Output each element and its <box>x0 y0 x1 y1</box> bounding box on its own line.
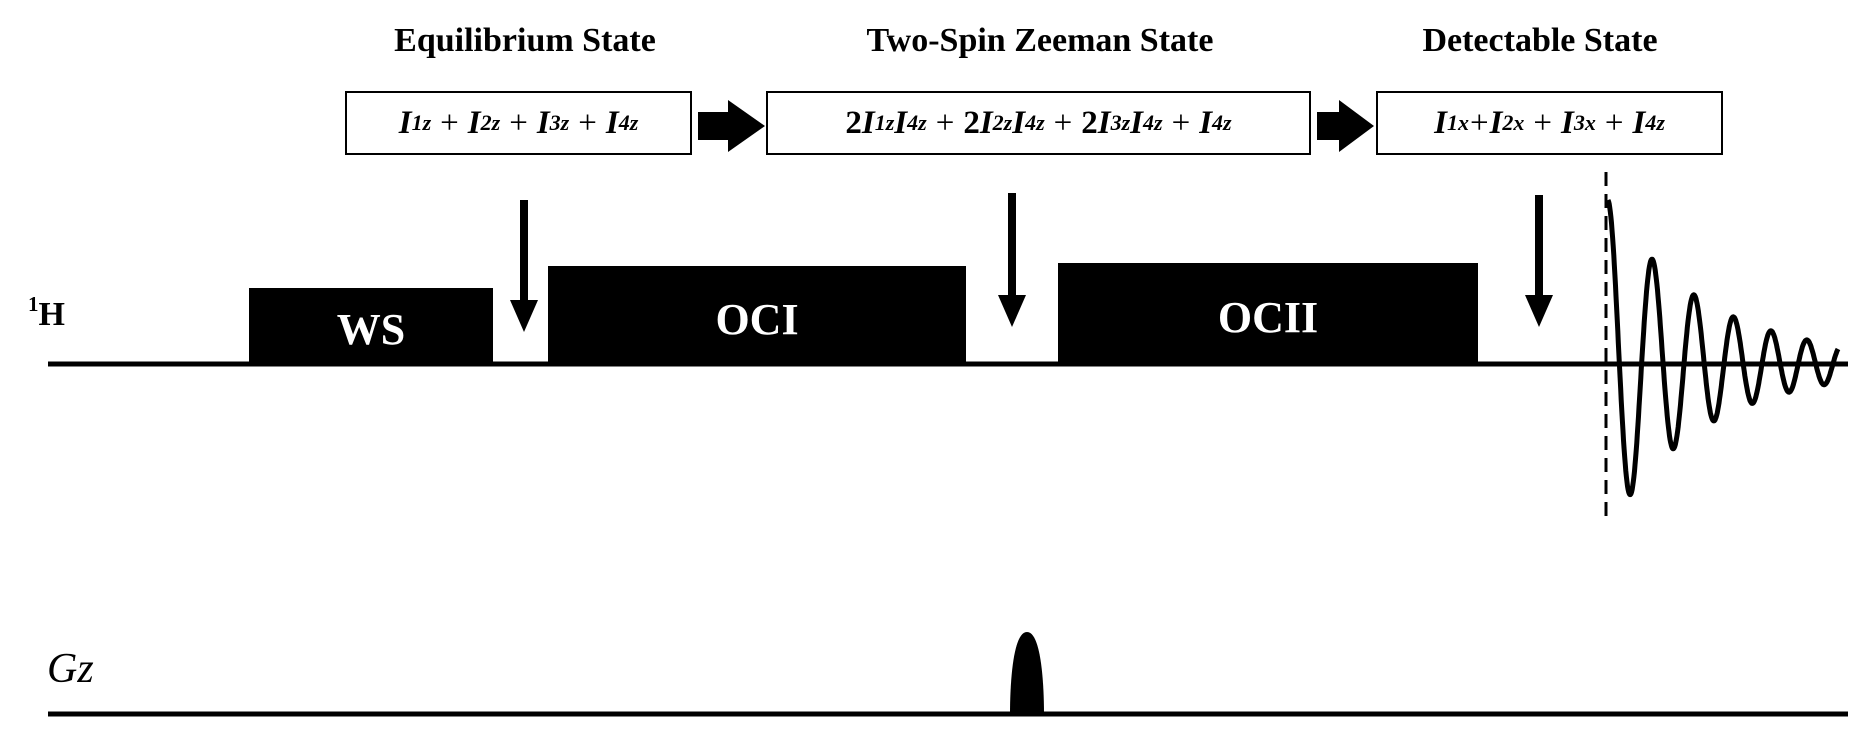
spin-operator-symbol: I <box>1012 104 1026 141</box>
spin-operator-symbol: I <box>979 104 993 141</box>
spin-operator-symbol: I <box>398 104 412 141</box>
expression-operator: + <box>440 104 459 141</box>
spin-operator-symbol: I <box>894 104 908 141</box>
channel-label-gradient: Gz <box>47 646 94 692</box>
block-arrow-right <box>698 100 765 152</box>
channel-label-proton-nucleus: H <box>38 296 65 333</box>
expression-operator: + <box>509 104 528 141</box>
spin-operator-symbol: I <box>1561 104 1574 141</box>
channel-label-proton-isotope: 1 <box>28 292 39 316</box>
spin-operator-symbol: I <box>1199 104 1213 141</box>
expression-operator: + <box>1533 104 1553 141</box>
spin-operator-symbol: I <box>861 104 875 141</box>
expression-operator: + <box>935 104 955 141</box>
state-title-two-spin-zeeman: Two-Spin Zeeman State <box>866 22 1214 59</box>
expression-coefficient: 2 <box>845 104 862 141</box>
pulse-block-label-oci: OCI <box>715 295 798 344</box>
spin-operator-symbol: I <box>1489 104 1503 141</box>
down-arrow-icon <box>1525 195 1553 327</box>
expression-operator: + <box>578 104 597 141</box>
pulse-block-ws <box>249 288 493 364</box>
block-arrow-right <box>1317 100 1374 152</box>
expression-coefficient: 2 <box>963 104 980 141</box>
spin-operator-symbol: I <box>1097 104 1111 141</box>
spin-operator-symbol: I <box>1434 104 1447 141</box>
spin-operator-symbol: I <box>467 104 481 141</box>
pulse-block-ocii <box>1058 263 1478 364</box>
state-title-detectable: Detectable State <box>1422 22 1658 59</box>
spin-operator-symbol: I <box>605 104 619 141</box>
state-title-equilibrium: Equilibrium State <box>394 22 656 59</box>
expression-operator: + <box>1604 104 1624 141</box>
expression-coefficient: 2 <box>1081 104 1098 141</box>
fid-signal <box>1605 199 1841 498</box>
pulse-block-label-ocii: OCII <box>1218 293 1318 342</box>
spin-operator-symbol: I <box>1632 104 1646 141</box>
down-arrow-icon <box>510 200 538 332</box>
expression-operator: + <box>1053 104 1073 141</box>
pulse-block-label-ws: WS <box>337 305 405 354</box>
spin-operator-symbol: I <box>536 104 550 141</box>
pulse-block-oci <box>548 266 966 364</box>
spin-operator-symbol: I <box>1130 104 1144 141</box>
channel-label-proton: 1H <box>28 294 65 334</box>
expression-operator: + <box>1469 104 1489 141</box>
expression-operator: + <box>1171 104 1191 141</box>
gradient-pulse <box>1010 632 1044 714</box>
down-arrow-icon <box>998 193 1026 327</box>
